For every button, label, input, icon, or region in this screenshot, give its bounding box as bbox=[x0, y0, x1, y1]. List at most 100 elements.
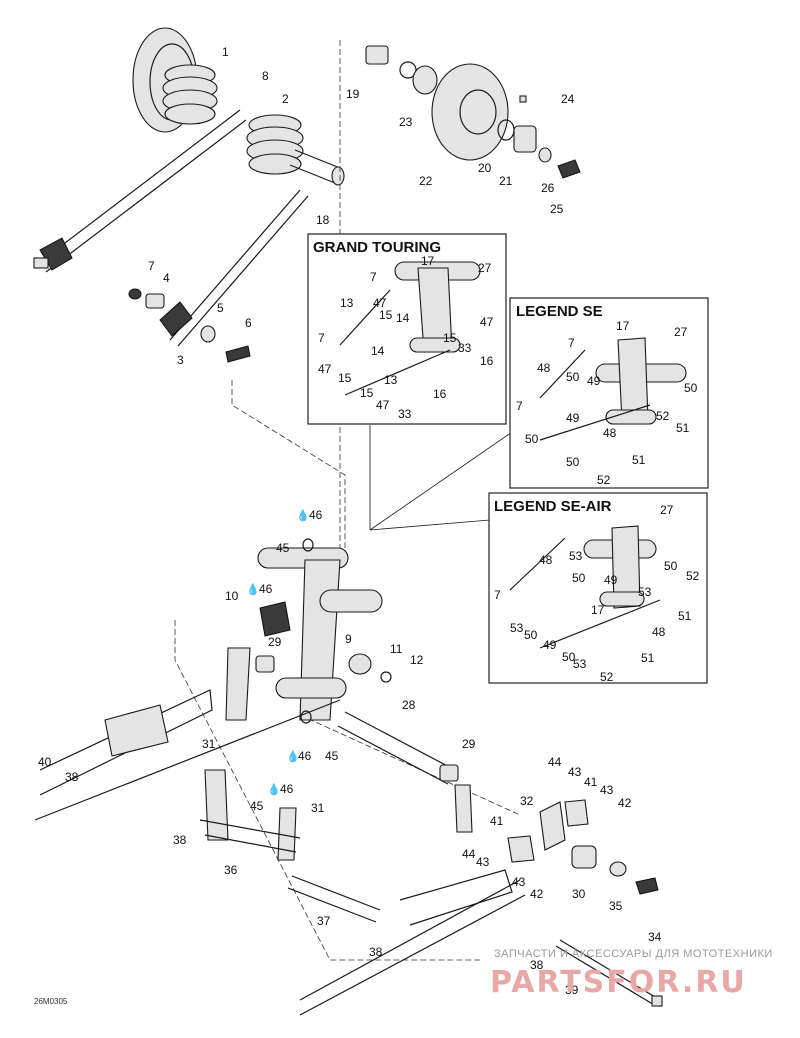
callout-46: 46 bbox=[309, 508, 323, 522]
callout-28: 28 bbox=[402, 698, 416, 712]
callout-39: 39 bbox=[565, 983, 579, 997]
callout-gt-15b: 15 bbox=[443, 331, 457, 345]
front-axle-assembly bbox=[33, 27, 345, 347]
callout-sa-49b: 49 bbox=[543, 638, 557, 652]
inset-title-legend-se: LEGEND SE bbox=[516, 303, 603, 320]
callout-42b: 42 bbox=[530, 887, 544, 901]
callout-gt-17: 17 bbox=[421, 254, 435, 268]
callout-se-52: 52 bbox=[656, 409, 670, 423]
callout-se-51: 51 bbox=[676, 421, 690, 435]
callout-gt-14b: 14 bbox=[371, 344, 385, 358]
callout-43b: 43 bbox=[600, 783, 614, 797]
callout-sa-52b: 52 bbox=[600, 670, 614, 684]
callout-se-51b: 51 bbox=[632, 453, 646, 467]
grease-drop-icon: 💧 bbox=[286, 750, 300, 763]
spring-2 bbox=[246, 114, 304, 175]
callout-31b: 31 bbox=[311, 801, 325, 815]
callout-se-49b: 49 bbox=[566, 411, 580, 425]
callout-se-50b: 50 bbox=[684, 381, 698, 395]
callout-gt-7: 7 bbox=[370, 270, 377, 284]
axle-small-parts bbox=[128, 288, 251, 363]
callout-se-49: 49 bbox=[587, 374, 601, 388]
callout-41: 41 bbox=[584, 775, 598, 789]
callout-3: 3 bbox=[177, 353, 184, 367]
callout-29: 29 bbox=[268, 635, 282, 649]
callout-sa-51: 51 bbox=[678, 609, 692, 623]
callout-20: 20 bbox=[478, 161, 492, 175]
callout-9: 9 bbox=[345, 632, 352, 646]
callout-7: 7 bbox=[148, 259, 155, 273]
callout-gt-47c: 47 bbox=[318, 362, 332, 376]
callout-6: 6 bbox=[245, 316, 252, 330]
callout-gt-47: 47 bbox=[373, 296, 387, 310]
callout-se-50: 50 bbox=[566, 370, 580, 384]
assembly-guide-lines bbox=[174, 40, 521, 961]
callout-sa-52: 52 bbox=[686, 569, 700, 583]
callout-40: 40 bbox=[38, 755, 52, 769]
callout-se-50c: 50 bbox=[525, 432, 539, 446]
callout-sa-49: 49 bbox=[604, 573, 618, 587]
callout-24: 24 bbox=[561, 92, 575, 106]
watermark: ЗАПЧАСТИ И АКСЕССУАРЫ ДЛЯ МОТОТЕХНИКИ PA… bbox=[490, 948, 772, 1000]
callout-se-7: 7 bbox=[568, 336, 575, 350]
grease-drop-icon: 💧 bbox=[267, 783, 281, 796]
callout-38: 38 bbox=[65, 770, 79, 784]
callout-gt-47b: 47 bbox=[480, 315, 494, 329]
callout-43c: 43 bbox=[476, 855, 490, 869]
inset-legend-se: LEGEND SE bbox=[509, 297, 709, 489]
callout-10: 10 bbox=[225, 589, 239, 603]
drawing-code: 26M0305 bbox=[34, 997, 68, 1006]
watermark-logo: PARTSFOR.RU bbox=[490, 965, 747, 1000]
callout-46d: 46 bbox=[280, 782, 294, 796]
callout-44b: 44 bbox=[462, 847, 476, 861]
callout-1: 1 bbox=[222, 45, 229, 59]
callout-34: 34 bbox=[648, 930, 662, 944]
callout-gt-14: 14 bbox=[396, 311, 410, 325]
callout-gt-15d: 15 bbox=[360, 386, 374, 400]
callout-se-48: 48 bbox=[537, 361, 551, 375]
callout-gt-47d: 47 bbox=[376, 398, 390, 412]
suspension-arm-assembly bbox=[255, 538, 459, 785]
callout-sa-50: 50 bbox=[572, 571, 586, 585]
callout-21: 21 bbox=[499, 174, 513, 188]
callout-38d: 38 bbox=[530, 958, 544, 972]
callout-sa-27: 27 bbox=[660, 503, 674, 517]
callout-se-27: 27 bbox=[674, 325, 688, 339]
callout-18: 18 bbox=[316, 213, 330, 227]
callout-sa-17: 17 bbox=[591, 603, 605, 617]
callout-38c: 38 bbox=[369, 945, 383, 959]
callout-sa-53c: 53 bbox=[510, 621, 524, 635]
callout-sa-48b: 48 bbox=[652, 625, 666, 639]
callout-sa-50c: 50 bbox=[524, 628, 538, 642]
callout-12: 12 bbox=[410, 653, 424, 667]
callout-22: 22 bbox=[419, 174, 433, 188]
callout-gt-16: 16 bbox=[480, 354, 494, 368]
callout-sa-7: 7 bbox=[494, 588, 501, 602]
callout-se-52b: 52 bbox=[597, 473, 611, 487]
callout-30: 30 bbox=[572, 887, 586, 901]
callout-sa-53d: 53 bbox=[573, 657, 587, 671]
callout-sa-50b: 50 bbox=[664, 559, 678, 573]
callout-32: 32 bbox=[520, 794, 534, 808]
grease-drop-icon: 💧 bbox=[246, 583, 260, 596]
callout-gt-33b: 33 bbox=[398, 407, 412, 421]
callout-11: 11 bbox=[390, 642, 403, 656]
inset-title-legend-se-air: LEGEND SE-AIR bbox=[494, 498, 612, 515]
callout-5: 5 bbox=[217, 301, 224, 315]
callout-sa-51b: 51 bbox=[641, 651, 655, 665]
callout-35: 35 bbox=[609, 899, 623, 913]
callout-gt-16b: 16 bbox=[433, 387, 447, 401]
callout-26: 26 bbox=[541, 181, 555, 195]
callout-29b: 29 bbox=[462, 737, 476, 751]
rail-frame-assembly bbox=[34, 647, 663, 1016]
callout-45c: 45 bbox=[250, 799, 264, 813]
inset-title-grand-touring: GRAND TOURING bbox=[313, 239, 441, 256]
callout-36: 36 bbox=[224, 863, 238, 877]
callout-37: 37 bbox=[317, 914, 331, 928]
callout-43: 43 bbox=[568, 765, 582, 779]
callout-38b: 38 bbox=[173, 833, 187, 847]
callout-41b: 41 bbox=[490, 814, 504, 828]
callout-46b: 46 bbox=[259, 582, 273, 596]
callout-31: 31 bbox=[202, 737, 216, 751]
